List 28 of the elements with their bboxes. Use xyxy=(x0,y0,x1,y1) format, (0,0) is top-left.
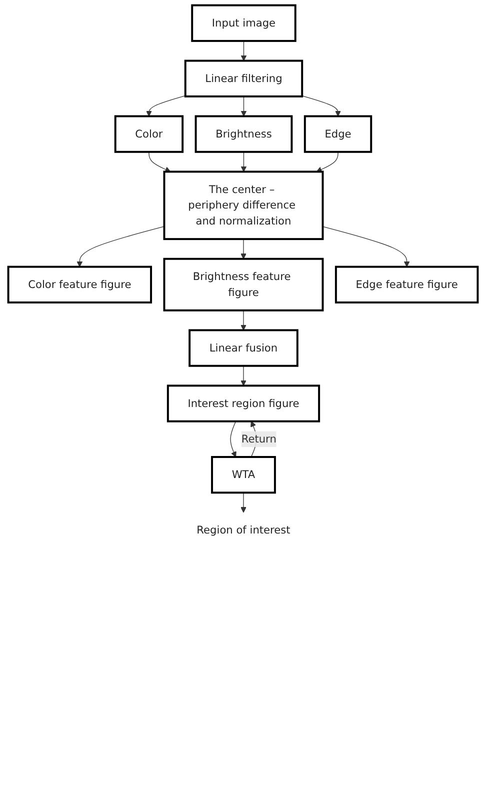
node-box: Linear filtering xyxy=(184,60,304,98)
arrow xyxy=(240,40,247,62)
node-box: Edge feature figure xyxy=(334,266,479,304)
node-box: Color feature figure xyxy=(7,266,152,304)
node-box: Input image xyxy=(191,4,296,42)
node-box: Brightness feature figure xyxy=(163,258,324,312)
arrow xyxy=(76,226,165,268)
node-text: Region of interest xyxy=(196,524,290,536)
node-box: WTA xyxy=(211,456,276,494)
arrow xyxy=(230,421,236,458)
arrow xyxy=(316,152,338,172)
arrow xyxy=(302,95,341,116)
node-box: Linear fusion xyxy=(188,329,298,367)
edge-label: Return xyxy=(241,432,276,446)
node-box: Brightness xyxy=(194,115,293,153)
arrow xyxy=(240,152,247,172)
arrow xyxy=(240,310,246,330)
arrow xyxy=(322,226,410,268)
arrow xyxy=(240,366,246,386)
arrow xyxy=(240,96,247,116)
node-box: Edge xyxy=(304,115,372,153)
node-box: Color xyxy=(114,115,184,153)
node-box: Interest region figure xyxy=(166,384,320,422)
arrow xyxy=(148,152,171,172)
arrow xyxy=(240,238,246,260)
node-box: The center – periphery difference and normalization xyxy=(163,170,324,240)
arrow xyxy=(146,95,186,116)
arrow xyxy=(240,492,246,513)
